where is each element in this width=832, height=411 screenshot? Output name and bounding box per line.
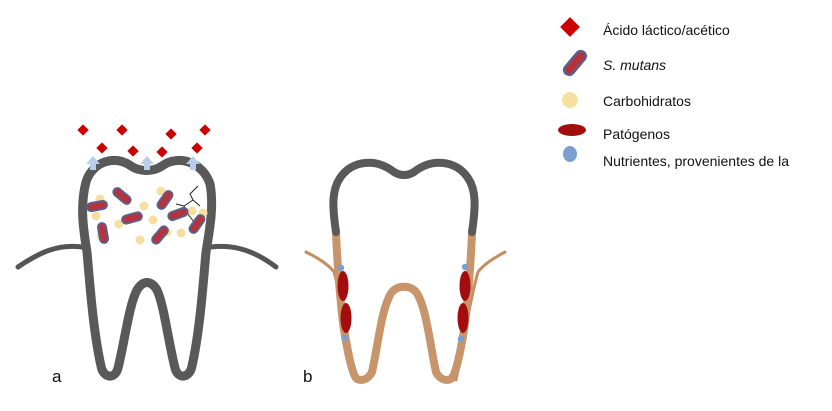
carbohydrate-particle [139, 201, 149, 211]
legend-item-pathogens: Patógenos [558, 124, 670, 142]
acid-particle [199, 124, 211, 136]
acid-particle [96, 142, 108, 154]
legend-item-carbs: Carbohidratos [562, 92, 691, 109]
s-mutans-bacteria-a [86, 187, 206, 245]
nutrient-particle [461, 263, 469, 271]
legend-item-nutrients: Nutrientes, provenientes de la [563, 146, 789, 169]
acid-particle [156, 146, 168, 158]
pathogen [459, 271, 471, 301]
tooth-crown-b [329, 158, 479, 236]
tooth-root-b [332, 228, 476, 384]
acid-particle [165, 128, 177, 140]
up-arrow-icon [86, 156, 100, 170]
legend-carbs-icon [562, 92, 578, 108]
legend-carbs-label: Carbohidratos [603, 93, 691, 109]
legend-nutrient-icon [563, 146, 577, 162]
nutrients-b [337, 263, 469, 343]
s-mutans-rod [151, 225, 169, 245]
nutrient-particle [341, 334, 349, 342]
gum-line-left-a [15, 243, 85, 270]
carbohydrate-particle [114, 219, 124, 229]
s-mutans-rod [156, 190, 174, 210]
up-arrow-icon [186, 156, 200, 170]
carbohydrate-particle [135, 235, 145, 245]
pathogen [457, 303, 469, 333]
legend-pathogens-label: Patógenos [603, 126, 670, 142]
legend-smutans-icon [562, 49, 588, 77]
carbohydrate-particle [187, 206, 197, 216]
pathogen [340, 303, 352, 333]
gum-line-right-a [208, 243, 279, 270]
legend-item-smutans: S. mutans [562, 49, 666, 77]
acid-particles-a [77, 124, 211, 158]
s-mutans-rod [121, 211, 143, 225]
s-mutans-rod [188, 214, 206, 234]
nutrient-particle [457, 335, 465, 343]
panel-label-b: b [303, 367, 312, 386]
panel-label-a: a [52, 367, 62, 386]
pathogen [337, 271, 349, 301]
panel-a-caries [15, 155, 279, 381]
acid-particle [191, 142, 203, 154]
s-mutans-rod [96, 222, 110, 244]
legend-pathogen-icon [558, 124, 586, 136]
legend-smutans-label: S. mutans [603, 57, 666, 73]
acid-particle [116, 124, 128, 136]
up-arrow-icon [140, 156, 154, 170]
legend-item-acid: Ácido láctico/acético [560, 17, 730, 38]
acid-particle [127, 145, 139, 157]
pathogens-b [337, 271, 471, 333]
s-mutans-rod [86, 199, 108, 213]
legend-nutrients-label: Nutrientes, provenientes de la [603, 153, 789, 169]
legend: Ácido láctico/acético S. mutans Carbohid… [558, 17, 789, 169]
legend-acid-label: Ácido láctico/acético [603, 22, 730, 38]
acid-particle [77, 124, 89, 136]
panel-b-periodontal [304, 158, 507, 384]
carbohydrate-particle [176, 228, 186, 238]
carbohydrate-particle [148, 215, 158, 225]
tooth-outline-a [78, 155, 217, 381]
carbohydrate-particle [91, 211, 101, 221]
carbohydrate-particle [156, 186, 166, 196]
acid-release-arrows [86, 156, 200, 170]
nutrient-particle [337, 264, 345, 272]
s-mutans-rod [167, 206, 189, 222]
legend-acid-icon [560, 17, 580, 37]
s-mutans-rod [112, 187, 132, 205]
